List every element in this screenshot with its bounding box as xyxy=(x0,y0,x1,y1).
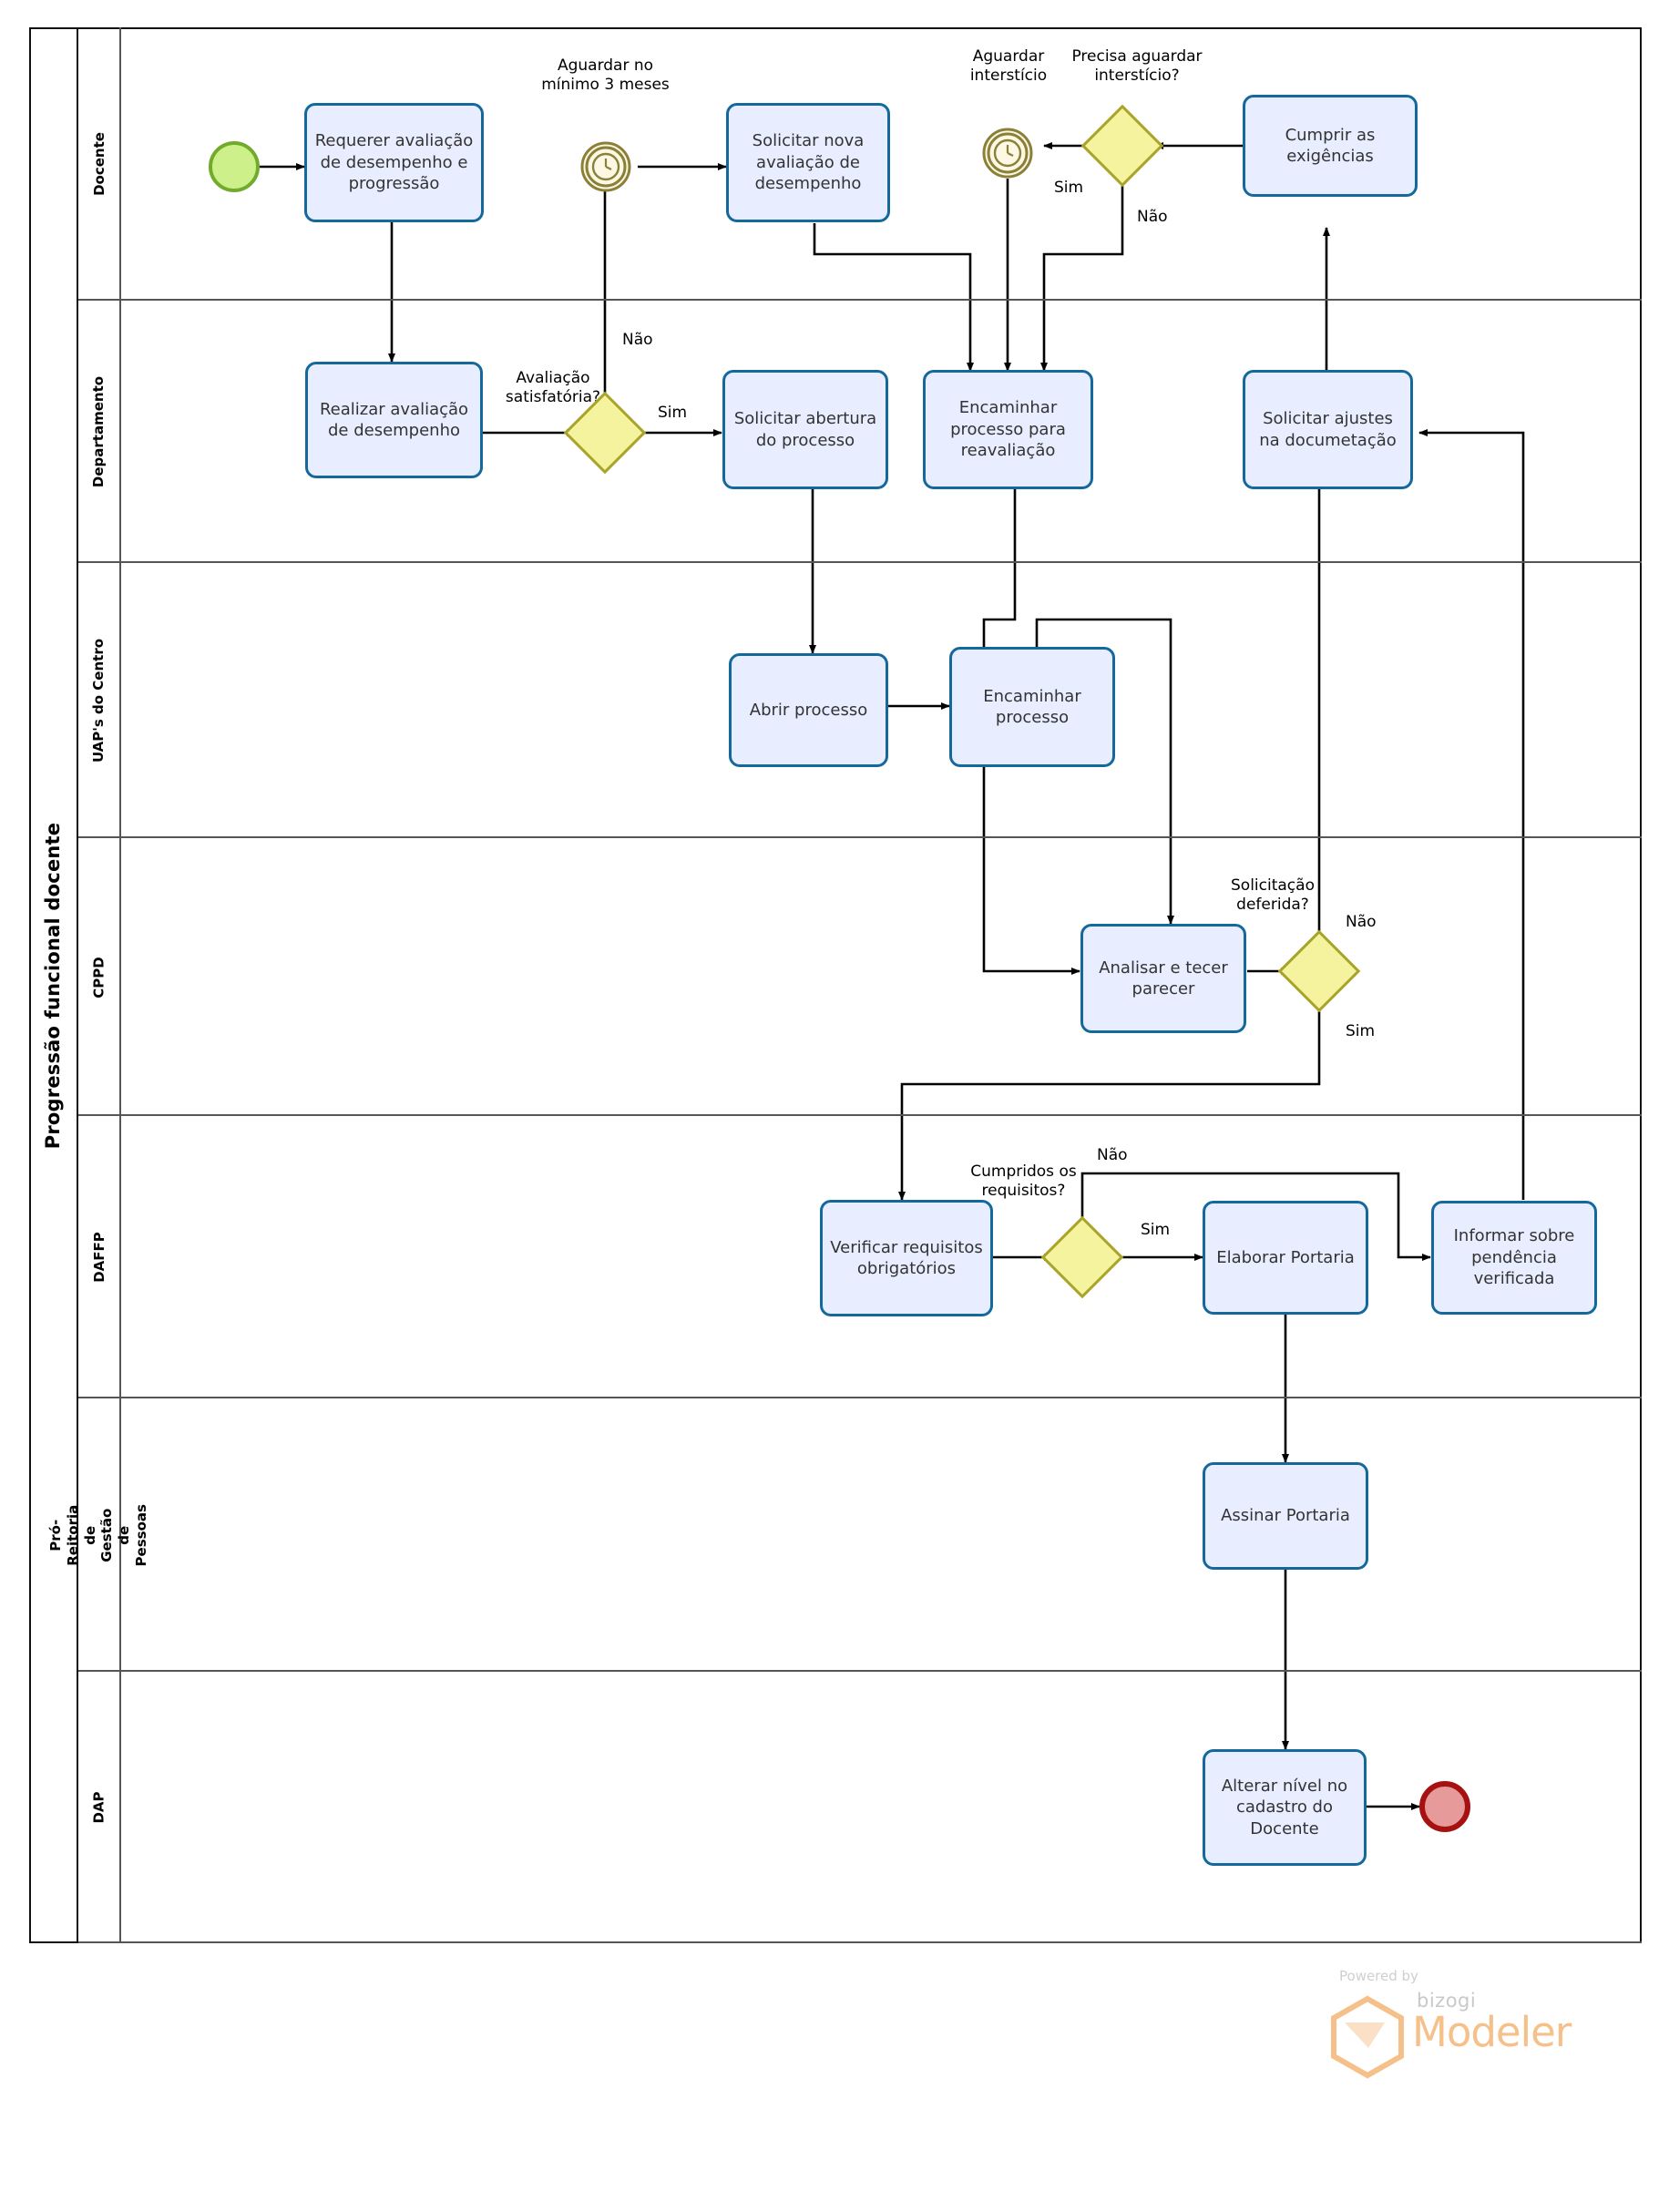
lane-label-progesp: Pró-Reitoria de Gestão de Pessoas xyxy=(47,1503,149,1567)
lane-label-departamento: Departamento xyxy=(90,375,108,488)
flow-label-g3-nao: Não xyxy=(1346,913,1377,931)
task-assinar-portaria[interactable]: Assinar Portaria xyxy=(1203,1462,1368,1570)
lane-departamento xyxy=(78,301,1642,563)
bizagi-wordmark: bizogi xyxy=(1417,1990,1477,2012)
task-analisar-tecer-parecer[interactable]: Analisar e tecer parecer xyxy=(1080,924,1246,1033)
task-elaborar-portaria[interactable]: Elaborar Portaria xyxy=(1203,1201,1368,1315)
task-requerer-avaliacao[interactable]: Requerer avaliação de desempenho e progr… xyxy=(304,103,484,222)
lane-label-uaps: UAP's do Centro xyxy=(90,638,108,763)
flow-label-g4-sim: Sim xyxy=(1141,1221,1171,1239)
lane-docente xyxy=(78,27,1642,301)
lane-progesp xyxy=(78,1398,1642,1672)
timer-label-aguardar-3-meses: Aguardar no mínimo 3 meses xyxy=(541,56,670,95)
gateway-label-precisa-aguardar-intersticio: Precisa aguardar interstício? xyxy=(1071,47,1203,86)
flow-label-g2-nao: Não xyxy=(622,331,653,349)
task-cumprir-exigencias[interactable]: Cumprir as exigências xyxy=(1243,95,1418,197)
task-realizar-avaliacao[interactable]: Realizar avaliação de desempenho xyxy=(305,362,483,478)
lane-daffp xyxy=(78,1116,1642,1398)
flow-label-g3-sim: Sim xyxy=(1346,1022,1376,1040)
bizagi-hexagon-icon xyxy=(1331,1995,1404,2079)
lane-header-uaps: UAP's do Centro xyxy=(78,563,121,838)
flow-label-g1-nao: Não xyxy=(1137,208,1168,226)
gateway-label-cumpridos-requisitos: Cumpridos os requisitos? xyxy=(970,1162,1077,1201)
lane-header-departamento: Departamento xyxy=(78,301,121,563)
gateway-label-solicitacao-deferida: Solicitação deferida? xyxy=(1231,876,1315,915)
start-event[interactable] xyxy=(209,141,260,192)
lane-header-cppd: CPPD xyxy=(78,838,121,1116)
lane-label-dap: DAP xyxy=(90,1791,108,1824)
timer-label-aguardar-intersticio: Aguardar interstício xyxy=(969,47,1048,86)
modeler-wordmark: Modeler xyxy=(1412,2008,1572,2056)
flow-label-g4-nao: Não xyxy=(1097,1146,1128,1164)
task-encaminhar-processo[interactable]: Encaminhar processo xyxy=(949,647,1115,767)
task-alterar-nivel-cadastro[interactable]: Alterar nível no cadastro do Docente xyxy=(1203,1749,1367,1866)
lane-uaps xyxy=(78,563,1642,838)
timer-event-aguardar-intersticio[interactable] xyxy=(982,128,1033,179)
lane-header-docente: Docente xyxy=(78,27,121,301)
task-abrir-processo[interactable]: Abrir processo xyxy=(729,653,888,767)
lane-header-dap: DAP xyxy=(78,1672,121,1943)
lane-header-daffp: DAFFP xyxy=(78,1116,121,1398)
lane-label-daffp: DAFFP xyxy=(90,1232,108,1283)
task-verificar-requisitos[interactable]: Verificar requisitos obrigatórios xyxy=(820,1200,993,1316)
bizagi-modeler-logo: Powered by bizogi Modeler xyxy=(1321,1968,1594,2086)
task-solicitar-abertura-processo[interactable]: Solicitar abertura do processo xyxy=(722,370,888,489)
gateway-label-avaliacao-satisfatoria: Avaliação satisfatória? xyxy=(505,369,601,407)
task-solicitar-nova-avaliacao[interactable]: Solicitar nova avaliação de desempenho xyxy=(726,103,890,222)
task-solicitar-ajustes-documentacao[interactable]: Solicitar ajustes na documetação xyxy=(1243,370,1413,489)
pool-title-cell: Progressão funcional docente xyxy=(29,27,78,1943)
timer-event-aguardar-3-meses[interactable] xyxy=(580,141,631,192)
flow-label-g1-sim: Sim xyxy=(1054,179,1084,197)
lane-dap xyxy=(78,1672,1642,1943)
task-informar-pendencia[interactable]: Informar sobre pendência verificada xyxy=(1431,1201,1597,1315)
lane-label-docente: Docente xyxy=(90,132,108,196)
lane-label-cppd: CPPD xyxy=(90,956,108,998)
powered-by-label: Powered by xyxy=(1339,1968,1418,1984)
lane-header-progesp: Pró-Reitoria de Gestão de Pessoas xyxy=(47,1398,149,1672)
flow-label-g2-sim: Sim xyxy=(658,404,688,422)
end-event[interactable] xyxy=(1419,1781,1470,1832)
task-encaminhar-processo-reavaliacao[interactable]: Encaminhar processo para reavaliação xyxy=(923,370,1093,489)
lane-cppd xyxy=(78,838,1642,1116)
page-title: Progressão funcional docente xyxy=(42,822,64,1149)
